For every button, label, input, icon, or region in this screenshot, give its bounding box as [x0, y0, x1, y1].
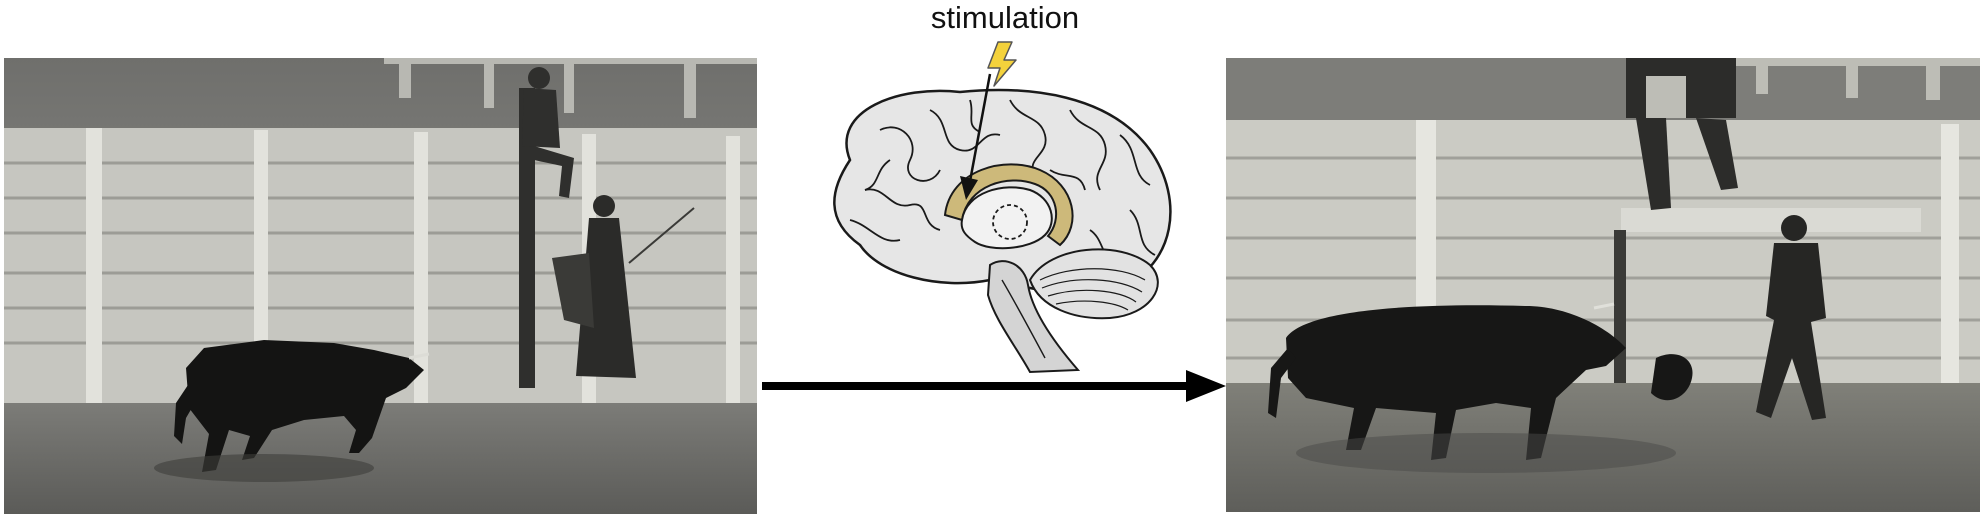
cerebellum: [1028, 248, 1159, 320]
highlighted-region: [943, 163, 1074, 247]
stimulation-label: stimulation: [930, 0, 1080, 35]
left-photo-drawing: [4, 58, 757, 514]
transition-arrow: [756, 368, 1228, 404]
dashed-target-circle: [992, 204, 1028, 240]
brain-diagram: [790, 40, 1190, 380]
left-bullfight-photo: [4, 58, 757, 514]
right-photo-drawing: [1226, 58, 1980, 512]
brainstem: [986, 260, 1081, 374]
right-bullfight-photo: [1226, 58, 1980, 512]
lightning-bolt-icon: [987, 41, 1017, 87]
